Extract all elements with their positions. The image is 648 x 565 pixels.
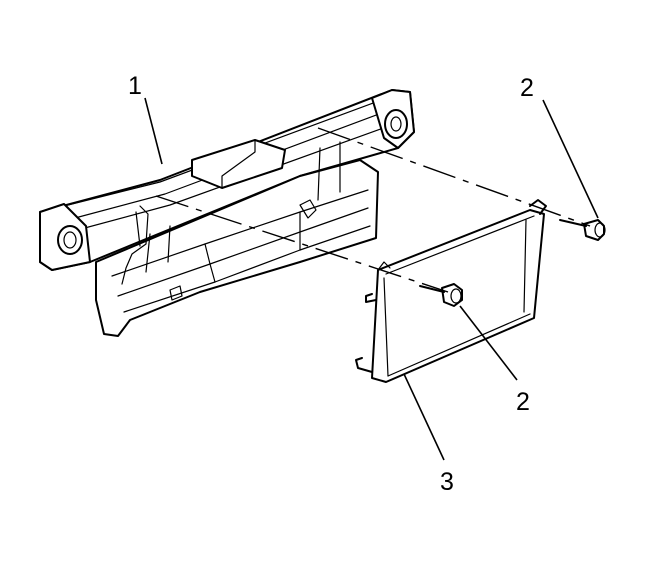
leader-line-2-top: [542, 99, 599, 219]
bracket-frame-part: [39, 89, 415, 337]
callout-2-top: 2: [520, 74, 534, 102]
leader-line-1: [144, 97, 163, 165]
callout-2-bottom: 2: [516, 388, 530, 416]
callout-3: 3: [440, 468, 454, 496]
leader-line-3: [403, 373, 445, 461]
callout-1: 1: [128, 72, 142, 100]
leader-line-2-bottom: [459, 305, 518, 381]
bolt-fastener-lower: [419, 283, 463, 307]
alignment-line-upper: [317, 127, 591, 227]
alignment-line-lower: [155, 195, 449, 293]
